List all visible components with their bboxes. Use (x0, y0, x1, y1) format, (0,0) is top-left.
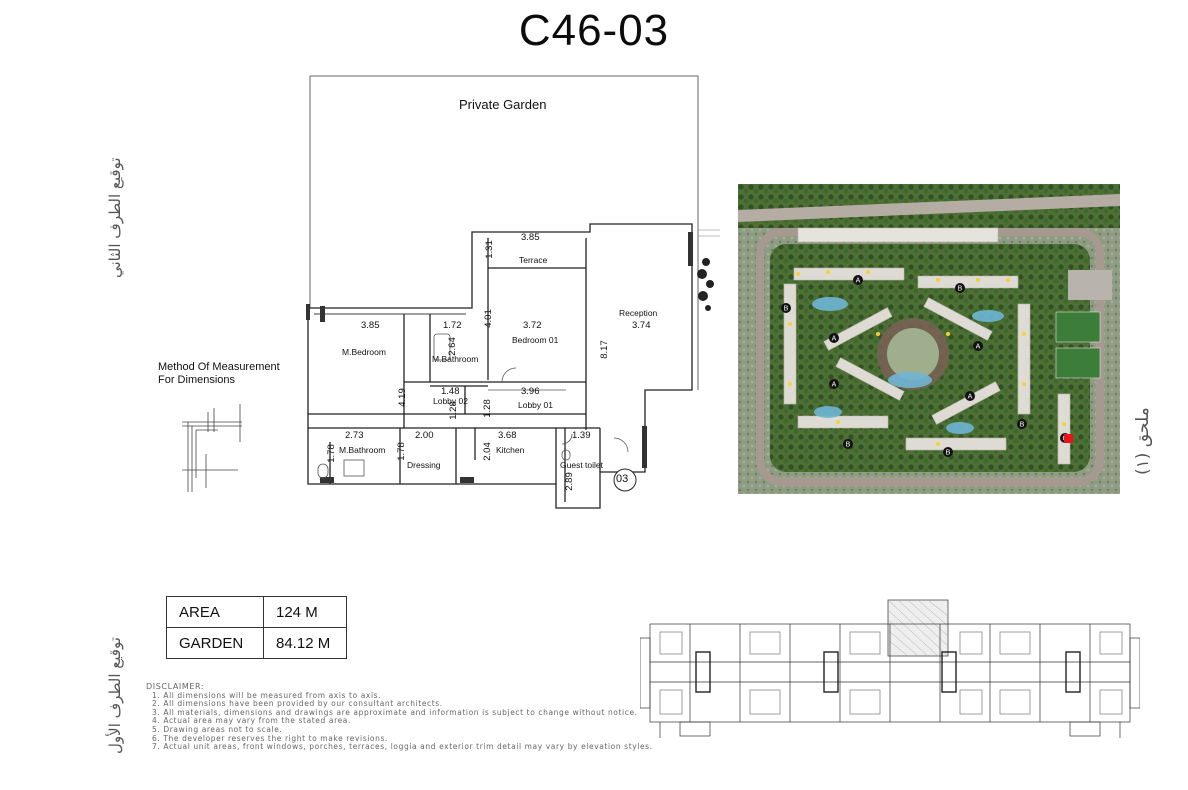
disclaimer-item: 3. All materials, dimensions and drawing… (152, 707, 638, 717)
selected-unit-marker (1064, 434, 1073, 443)
dimension-label: 1.39 (572, 430, 591, 441)
marker-a-label: A (968, 394, 973, 401)
dimension-label: 4.01 (482, 309, 494, 328)
first-party-signature-label: توقيع الطرف الأول (106, 637, 124, 754)
dimension-label: 3.85 (521, 232, 540, 243)
unit-number-label: 03 (616, 473, 629, 485)
room-reception-label: Reception (619, 308, 658, 318)
room-dressing-label: Dressing (407, 460, 441, 470)
dimension-label: 3.68 (498, 430, 517, 441)
disclaimer-heading: DISCLAIMER: (146, 682, 205, 691)
room-kitchen-label: Kitchen (496, 445, 525, 455)
dimension-label: 3.72 (523, 320, 542, 331)
room-master-bathroom-2-label: M.Bathroom (339, 445, 386, 455)
room-master-bathroom-1-label: M.Bathroom (432, 354, 479, 364)
disclaimer-item: 5. Drawing areas not to scale. (152, 724, 283, 734)
dimension-label: 8.17 (598, 340, 610, 359)
room-lobby-01-label: Lobby 01 (518, 400, 553, 410)
disclaimer-item: 7. Actual unit areas, front windows, por… (152, 742, 653, 752)
area-table: AREA 124 M GARDEN 84.12 M (166, 596, 347, 659)
dimension-label: 1.31 (483, 240, 495, 259)
second-party-signature-label: توقيع الطرف الثاني (106, 157, 124, 278)
dimension-label: 1.48 (441, 386, 460, 397)
measurement-method-line2: For Dimensions (158, 374, 236, 386)
room-terrace-label: Terrace (519, 255, 548, 265)
measurement-method-line1: Method Of Measurement (158, 361, 280, 373)
marker-b-label: B (958, 286, 963, 293)
marker-b-label: B (946, 450, 951, 457)
disclaimer-item: 2. All dimensions have been provided by … (152, 699, 443, 709)
dimension-label: 1.78 (325, 444, 337, 463)
room-bedroom-01-label: Bedroom 01 (512, 335, 559, 345)
dimension-label: 1.28 (481, 399, 493, 418)
dimension-label: 2.89 (563, 472, 575, 491)
table-row: GARDEN 84.12 M (166, 627, 347, 659)
marker-b-label: B (846, 442, 851, 449)
dimension-label: 2.64 (446, 337, 458, 356)
page-title: C46-03 (518, 6, 670, 55)
master-plan-image: A A A A A B B B B B C (738, 184, 1120, 494)
dimension-label: 2.04 (481, 442, 493, 461)
garden-value: 84.12 M (263, 627, 347, 659)
dimension-label: 2.73 (345, 430, 364, 441)
dimension-label: 1.78 (395, 442, 407, 461)
room-guest-toilet-label: Guest toilet (560, 460, 603, 470)
private-garden-label: Private Garden (459, 97, 547, 112)
dimension-label: 1.72 (443, 320, 462, 331)
room-master-bedroom-label: M.Bedroom (342, 347, 386, 357)
area-label: AREA (166, 596, 264, 628)
area-value: 124 M (263, 596, 347, 628)
garden-label: GARDEN (166, 627, 264, 659)
room-lobby-02-label: Lobby 02 (433, 396, 468, 406)
measurement-method-diagram (182, 404, 242, 492)
disclaimer-item: 1. All dimensions will be measured from … (152, 690, 382, 700)
annex-label: ملحق (١) (1133, 407, 1153, 475)
dimension-label: 1.28 (447, 401, 459, 420)
typical-floor-plan (640, 599, 1140, 738)
marker-a-label: A (976, 344, 981, 351)
disclaimer: DISCLAIMER: 1. All dimensions will be me… (146, 682, 653, 752)
measurement-method-label: Method Of Measurement For Dimensions (158, 361, 280, 387)
dimension-label: 2.00 (415, 430, 434, 441)
marker-b-label: B (1020, 422, 1025, 429)
floor-plan (306, 75, 720, 509)
table-row: AREA 124 M (166, 596, 347, 628)
marker-a-label: A (832, 382, 837, 389)
dimension-label: 4.19 (396, 388, 408, 407)
dimension-label: 3.74 (632, 320, 651, 331)
dimension-label: 3.96 (521, 386, 540, 397)
disclaimer-item: 6. The developer reserves the right to m… (152, 733, 388, 743)
marker-a-label: A (856, 278, 861, 285)
disclaimer-item: 4. Actual area may vary from the stated … (152, 716, 351, 726)
dimension-label: 3.85 (361, 320, 380, 331)
marker-b-label: B (784, 306, 789, 313)
marker-a-label: A (832, 336, 837, 343)
